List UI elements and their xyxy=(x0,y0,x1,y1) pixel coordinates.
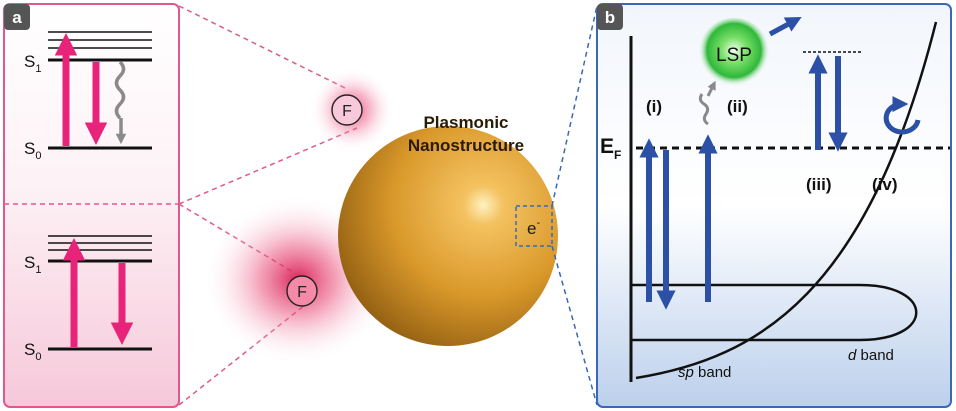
electron-label: e- xyxy=(527,217,540,238)
plasmonic-sphere xyxy=(338,126,558,346)
lsp-blob xyxy=(698,18,770,90)
connector-line-blue xyxy=(551,245,598,406)
d-band-curve xyxy=(631,283,918,342)
fluorophore-top xyxy=(331,94,363,126)
fluorophore-top-label: F xyxy=(342,103,352,120)
process-iv-label: (iv) xyxy=(872,175,898,194)
lsp-decay-wave xyxy=(698,93,710,126)
d-band-label: d band xyxy=(848,347,894,364)
s0-label: S0 xyxy=(24,340,41,363)
connector-line xyxy=(178,5,346,89)
fluorophore-bottom xyxy=(286,275,318,307)
process-iii-label: (iii) xyxy=(806,175,832,194)
panel-a: a S1 S0 S1 S0 xyxy=(3,3,180,408)
electron-box xyxy=(515,205,553,247)
s0-label: S0 xyxy=(24,139,41,162)
s1-label: S1 xyxy=(24,253,41,276)
process-ii-label: (ii) xyxy=(727,97,748,116)
sphere-title-line2: Nanostructure xyxy=(408,136,524,155)
lsp-decay-arrow xyxy=(706,80,716,97)
panel-b-frame xyxy=(596,3,952,408)
jablonski-bottom: S1 S0 xyxy=(24,235,152,363)
circular-arrow xyxy=(883,96,921,135)
panel-a-frame xyxy=(3,3,180,408)
lsp-emission-arrow xyxy=(768,16,802,37)
jablonski-top: S1 S0 xyxy=(24,31,152,162)
panel-a-label: a xyxy=(12,8,22,27)
s1-label: S1 xyxy=(24,52,41,75)
sp-band-curve xyxy=(635,21,938,380)
center-scene: Plasmonic Nanostructure e- F F xyxy=(178,5,598,406)
process-i-label: (i) xyxy=(646,97,662,116)
panel-b-label: b xyxy=(605,8,615,27)
fermi-label: EF xyxy=(600,135,621,162)
sp-band-label: sp band xyxy=(678,364,731,381)
panel-b: b EF (i) (ii) LSP (iii) (iv) sp band d b xyxy=(596,3,952,408)
sphere-title-line1: Plasmonic xyxy=(423,113,508,132)
fluorophore-bottom-label: F xyxy=(297,284,307,301)
panel-a-label-box xyxy=(4,4,30,30)
lsp-label: LSP xyxy=(716,45,752,66)
panel-b-label-box xyxy=(597,4,623,30)
nonradiative-decay-wave xyxy=(114,60,126,120)
connector-line-blue xyxy=(551,5,598,207)
